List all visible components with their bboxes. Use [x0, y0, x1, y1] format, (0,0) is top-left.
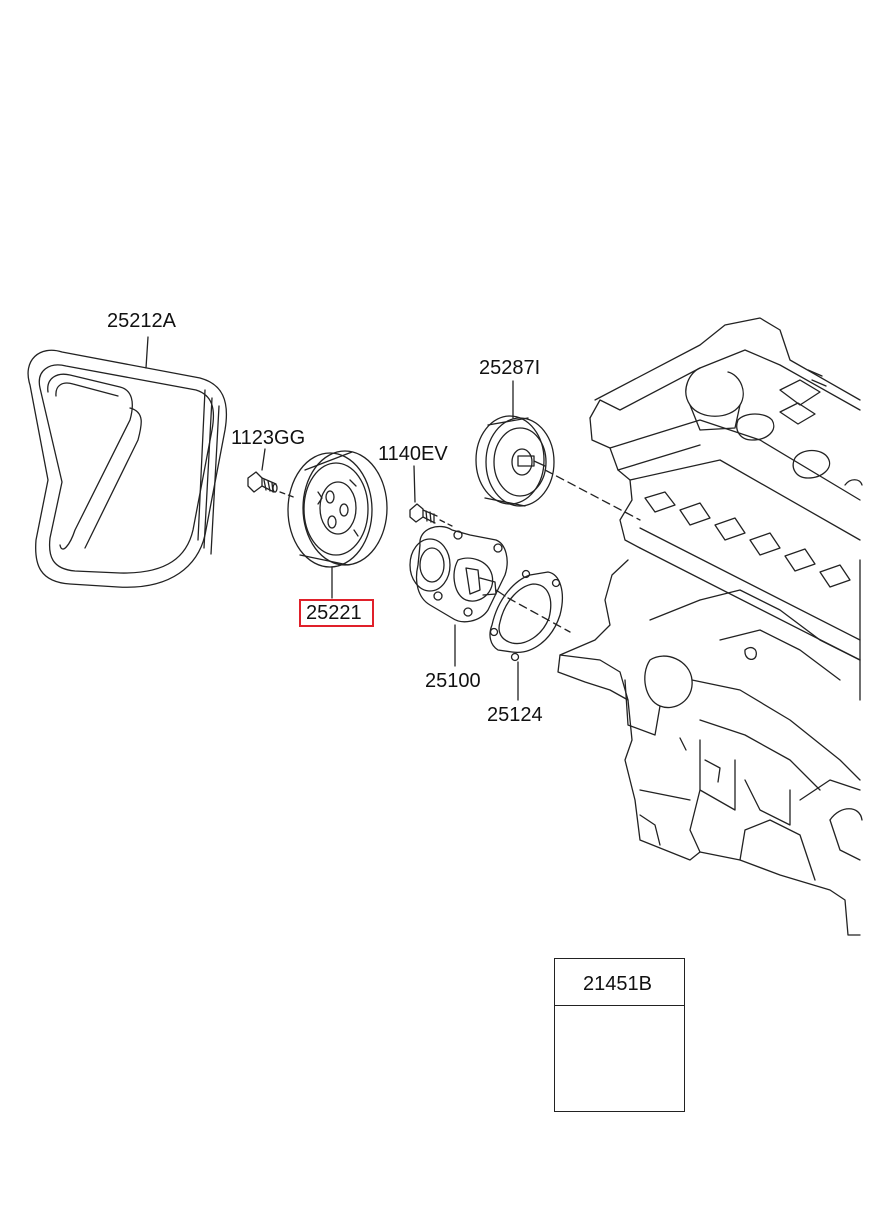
- legend-divider: [555, 1005, 684, 1006]
- sealant-legend-box: [554, 958, 685, 1112]
- bolt-1123gg-leader-line: [261, 448, 266, 471]
- label-water-pump-pulley[interactable]: 25221: [306, 602, 362, 624]
- drive-belt[interactable]: [27, 349, 228, 588]
- label-sealant[interactable]: 21451B: [583, 973, 652, 995]
- pulley-bolt[interactable]: [247, 471, 297, 499]
- belt-leader-line: [145, 336, 149, 369]
- label-belt[interactable]: 25212A: [107, 310, 176, 332]
- label-water-pump[interactable]: 25100: [425, 670, 481, 692]
- highlight-box: [299, 599, 374, 627]
- water-pump-bolt[interactable]: [409, 503, 453, 527]
- bolt-1140ev-leader-line: [413, 465, 416, 503]
- water-pump-gasket[interactable]: [489, 569, 563, 662]
- water-pump[interactable]: [409, 525, 571, 633]
- label-pulley-bolt[interactable]: 1123GG: [231, 427, 306, 449]
- water-pump-pulley[interactable]: [287, 450, 388, 568]
- engine-block: [557, 317, 863, 936]
- label-water-pump-bolt[interactable]: 1140EV: [378, 443, 448, 465]
- idler-pulley[interactable]: [475, 415, 641, 521]
- label-idler-pulley[interactable]: 25287I: [479, 357, 541, 379]
- label-gasket[interactable]: 25124: [487, 704, 543, 726]
